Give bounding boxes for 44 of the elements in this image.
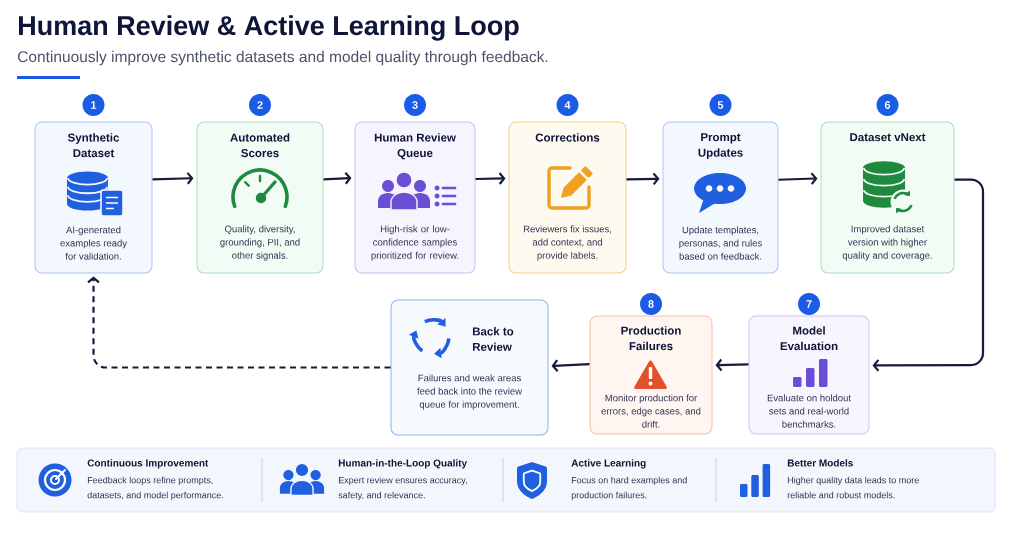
process-box: Back to Review Failures and weak areas feed back into the review queue for improvement. — [390, 299, 549, 436]
node-label: Dataset vNext — [850, 133, 926, 142]
arrow — [551, 359, 590, 372]
process-box: Corrections Reviewers fix issues, add context, and provide labels. — [508, 121, 627, 274]
step-badge: 8 — [640, 293, 662, 315]
step-badge: 4 — [556, 94, 579, 116]
node-label: Corrections — [535, 133, 600, 142]
node-label: Prompt Updates — [698, 133, 743, 159]
step-badge: 3 — [404, 94, 426, 116]
node-label: Reviewers fix issues, add context, and provide labels. — [523, 225, 611, 261]
arrow — [323, 172, 352, 185]
node-label: Production Failures — [621, 326, 681, 351]
arrow — [872, 178, 985, 372]
node-label: Synthetic Dataset — [67, 133, 120, 158]
process-box: Model Evaluation Evaluate on holdout sets and real-world benchmarks. — [748, 315, 870, 435]
dashed-arrow — [87, 276, 391, 369]
process-box: Automated Scores Quality, diversity, grounding, PII, and other signals. — [196, 121, 324, 274]
node-label: Automated Scores — [230, 133, 290, 158]
arrow — [152, 172, 194, 185]
node-label: High-risk or low-confidence samples prioritized for review. — [371, 225, 459, 261]
arrow — [475, 172, 506, 185]
node-label: Monitor production for errors, edge cases, and drift. — [601, 394, 701, 428]
node-label: Quality, diversity, grounding, PII, and other signals. — [220, 225, 300, 261]
step-badge: 6 — [876, 94, 899, 116]
process-box: Production Failures Monitor production for errors, edge cases, and drift. — [589, 315, 713, 435]
title: Human Review & Active Learning Loop — [19, 15, 519, 41]
step-badge: 7 — [798, 293, 820, 315]
step-badge: 5 — [709, 94, 732, 116]
step-badge: 1 — [82, 94, 105, 116]
step-badge: 2 — [249, 94, 271, 116]
subtitle: Continuously improve synthetic datasets and model quality through feedback. — [18, 50, 548, 66]
arrow — [715, 358, 749, 372]
process-box: Dataset vNext Improved dataset version with higher quality and coverage. — [820, 121, 955, 274]
process-box: Human Review Queue High-risk or low-confidence samples prioritized for review. — [354, 121, 476, 274]
node-label: AI-generated examples ready for validation. — [60, 226, 127, 260]
node-label: Improved dataset version with higher quality and coverage. — [842, 225, 932, 261]
node-label: Update templates, personas, and rules based on feedback. — [679, 226, 762, 260]
node-label: Model Evaluation — [780, 326, 838, 351]
process-box: Prompt Updates Update templates, personas, and rules based on feedback. — [662, 121, 779, 274]
info-panel: Continuous Improvement Feedback loops refine prompts, datasets, and model performance. Human-in-the-Loop Quality Expert review ensures accuracy, safety, and relevance. Active Learning Focus on hard examples and production failures. Better Models Higher quality data leads to more reliable and robust models. — [16, 447, 996, 513]
arrow — [626, 172, 660, 186]
arrow — [778, 172, 818, 185]
node-label: Evaluate on holdout sets and real-world benchmarks. — [767, 394, 851, 428]
node-label: Human Review Queue — [374, 133, 456, 160]
